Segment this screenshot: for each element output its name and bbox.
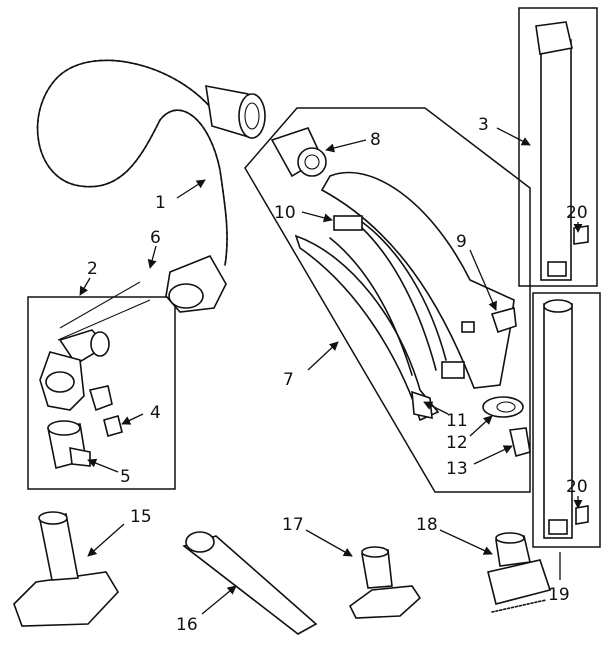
wand-lower-box: [532, 292, 601, 548]
handle-connector: [270, 127, 327, 178]
hose-end-box: [27, 296, 176, 490]
callout-9: 9: [456, 232, 467, 252]
callout-15: 15: [130, 507, 152, 527]
wand-upper-box: [518, 7, 598, 287]
wire-harness: [333, 215, 465, 379]
callout-16: 16: [176, 615, 198, 635]
callout-8: 8: [370, 130, 381, 150]
switch-button: [411, 390, 433, 420]
leader-12: [469, 415, 493, 437]
leader-8: [325, 139, 367, 153]
hose: [36, 59, 266, 313]
leader-15: [87, 523, 125, 557]
trigger-switch: [482, 396, 524, 418]
callout-19: 19: [548, 585, 570, 605]
leader-17: [305, 529, 353, 557]
callout-3: 3: [478, 115, 489, 135]
leader-18: [439, 529, 493, 555]
upholstery-tool: [348, 546, 422, 619]
callout-4: 4: [150, 403, 161, 423]
callout-7: 7: [283, 370, 294, 390]
dusting-brush: [487, 532, 552, 613]
callout-17: 17: [282, 515, 304, 535]
spring-clip: [103, 415, 123, 437]
callout-10: 10: [274, 203, 296, 223]
latch-button: [88, 385, 113, 412]
hose-end-cap: [47, 420, 91, 469]
upper-wand: [535, 21, 589, 281]
callout-6: 6: [150, 228, 161, 248]
leader-13: [473, 445, 513, 465]
leader-10: [301, 211, 333, 223]
handle-assembly-box: [244, 107, 531, 493]
leader-9: [469, 249, 497, 311]
leader-1: [176, 179, 206, 199]
callout-11: 11: [446, 411, 468, 431]
lower-wand: [543, 299, 589, 539]
leader-4: [121, 413, 144, 425]
callout-1: 1: [155, 193, 166, 213]
callout-20-upper: 20: [566, 203, 588, 223]
leader-7: [307, 341, 339, 371]
crevice-tool: [182, 531, 318, 635]
hose-end-swivel: [39, 281, 151, 411]
switch-cover: [509, 427, 531, 458]
leader-6: [147, 245, 157, 269]
callout-5: 5: [120, 467, 131, 487]
callout-12: 12: [446, 433, 468, 453]
leader-3: [496, 127, 531, 146]
callout-18: 18: [416, 515, 438, 535]
leader-11: [423, 401, 449, 415]
floor-tool: [13, 511, 119, 627]
callout-13: 13: [446, 459, 468, 479]
leader-2: [79, 277, 91, 296]
callout-2: 2: [87, 259, 98, 279]
leader-5: [87, 458, 119, 473]
leader-16: [201, 585, 237, 615]
callout-20-lower: 20: [566, 477, 588, 497]
handle-upper-half: [320, 171, 517, 389]
